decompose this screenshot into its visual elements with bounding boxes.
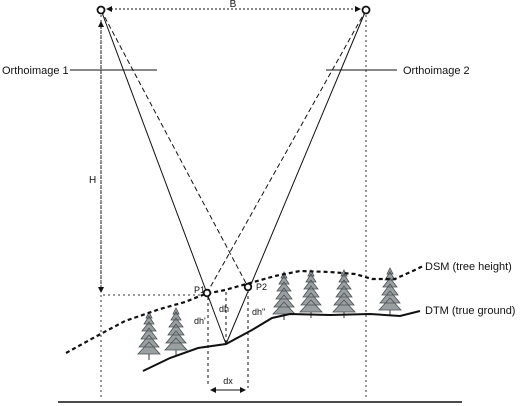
tree-icon [164,307,188,357]
orthoimage2-label: Orthoimage 2 [403,65,470,77]
tree-icon [272,271,296,321]
dtm-line [142,310,421,372]
dh-left-label: dh' [194,316,206,326]
p1-point [202,288,212,298]
dx-label: dx [223,376,233,386]
camera2-icon [361,5,371,15]
dtm-label: DTM (true ground) [425,305,515,317]
dsm-label: DSM (tree height) [425,261,512,273]
tree-icon [378,267,402,317]
height-label: H [89,175,96,186]
baseline-label: B [230,0,237,10]
tree-icon [299,269,323,319]
dh-right-label: dh'' [252,307,266,317]
orthoimage1-label: Orthoimage 1 [2,65,69,77]
dh-center-label: dh [219,304,229,314]
tree-icon [137,311,161,361]
p1-label: P1 [194,285,205,295]
p2-point [243,282,253,292]
p2-label: P2 [256,282,267,292]
dsm-line [65,265,424,354]
camera1-icon [96,5,106,15]
ray-cam2-to-p1 [206,9,367,294]
tree-icon [332,269,356,319]
ray-cam1-to-p2 [100,9,249,288]
ray-cam1-to-ground [100,9,227,345]
